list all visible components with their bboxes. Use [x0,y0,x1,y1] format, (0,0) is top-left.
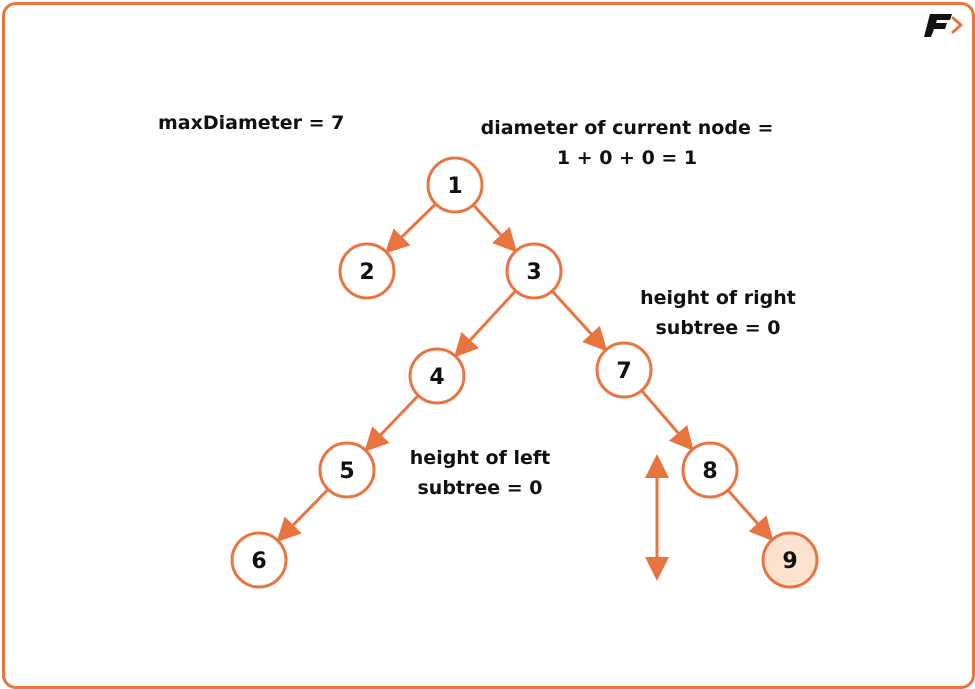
node-value: 7 [616,359,631,384]
tree-node-7: 7 [595,341,653,399]
left-height-line1: height of left [409,447,551,469]
edge-n1-n3 [472,203,518,253]
node-circle [230,531,288,589]
left-height-line2: subtree = 0 [417,477,543,499]
current-node-line1: diameter of current node = [480,117,774,139]
node-value: 1 [447,174,462,199]
node-circle [761,531,819,589]
node-value: 3 [526,260,541,285]
max-diameter-label: maxDiameter = 7 [158,108,348,138]
edge-n3-n7 [551,289,608,352]
node-circle [408,347,466,405]
node-value: 6 [251,549,266,574]
node-circle [338,242,396,300]
tree-node-4: 4 [408,347,466,405]
edge-n3-n4 [453,289,517,358]
node-circle [681,441,739,499]
current-node-line2: 1 + 0 + 0 = 1 [556,147,698,169]
right-height-line2: subtree = 0 [655,317,781,339]
right-subtree-height-label: height of right subtree = 0 [623,283,813,343]
edge-n4-n5 [364,394,420,452]
edge-n5-n6 [276,488,330,543]
tree-node-2: 2 [338,242,396,300]
edge-n8-n9 [726,489,774,542]
tree-node-9: 9 [761,531,819,589]
max-diameter-text: maxDiameter = 7 [158,112,345,134]
tree-node-5: 5 [318,441,376,499]
tree-node-3: 3 [505,242,563,300]
edge-n1-n2 [384,202,437,254]
node-value: 9 [782,549,797,574]
node-value: 5 [339,459,354,484]
f-arrow-logo-icon [924,14,963,37]
node-circle [595,341,653,399]
edge-n7-n8 [640,389,694,452]
tree-node-8: 8 [681,441,739,499]
node-circle [318,441,376,499]
node-value: 4 [429,365,444,390]
tree-node-1: 1 [426,156,484,214]
left-subtree-height-label: height of left subtree = 0 [390,443,570,503]
current-node-diameter-label: diameter of current node = 1 + 0 + 0 = 1 [467,113,787,173]
node-circle [426,156,484,214]
node-value: 8 [702,459,717,484]
right-height-line1: height of right [640,287,796,309]
node-circle [505,242,563,300]
node-value: 2 [359,260,374,285]
tree-node-6: 6 [230,531,288,589]
